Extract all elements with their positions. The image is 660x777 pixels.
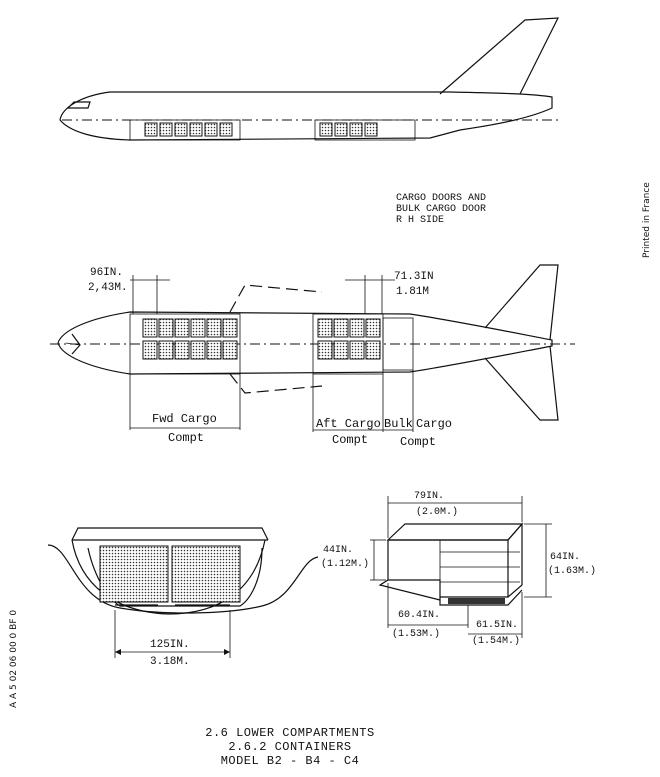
note-line-2: BULK CARGO DOOR xyxy=(396,204,486,215)
container-rh-m: (1.63M.) xyxy=(548,565,596,577)
plan-view-aircraft xyxy=(50,264,575,432)
section-width-m: 3.18M. xyxy=(150,656,190,668)
aft-door-dim-in: 71.3IN xyxy=(394,271,434,283)
container-lh-m: (1.12M.) xyxy=(321,558,369,570)
aft-cargo-label: Aft Cargo xyxy=(316,417,381,431)
printed-in-france: Printed in France xyxy=(642,182,652,258)
section-width-in: 125IN. xyxy=(150,639,190,651)
aft-compt-label: Compt xyxy=(332,433,368,447)
container-lh-in: 44IN. xyxy=(323,545,353,556)
cross-section xyxy=(47,527,319,658)
container-base-left-m: (1.53M.) xyxy=(392,628,440,640)
document-reference: A A 5 02 06 00 0 BF 0 xyxy=(9,610,19,708)
side-fwd-containers xyxy=(129,119,241,141)
caption-line-1: 2.6 LOWER COMPARTMENTS xyxy=(205,726,375,740)
plan-aft-containers xyxy=(317,318,381,360)
fwd-cargo-label: Fwd Cargo xyxy=(152,412,217,426)
fwd-compt-label: Compt xyxy=(168,431,204,445)
container-iso xyxy=(370,496,552,638)
plan-fwd-containers xyxy=(142,318,238,360)
container-base-right-in: 61.5IN. xyxy=(476,620,518,631)
note-line-1: CARGO DOORS AND xyxy=(396,193,486,204)
side-aft-containers xyxy=(314,119,416,141)
side-view-aircraft xyxy=(59,17,560,141)
fwd-door-dim-in: 96IN. xyxy=(90,267,123,279)
note-line-3: R H SIDE xyxy=(396,215,444,226)
container-rh-in: 64IN. xyxy=(550,552,580,563)
container-top-in: 79IN. xyxy=(414,491,444,502)
aft-door-dim-m: 1.81M xyxy=(396,286,429,298)
fwd-door-dim-m: 2,43M. xyxy=(88,282,128,294)
container-base-left-in: 60.4IN. xyxy=(398,610,440,621)
container-base-right-m: (1.54M.) xyxy=(472,635,520,647)
bulk-cargo-label: Cargo xyxy=(416,417,452,431)
caption: 2.6 LOWER COMPARTMENTS 2.6.2 CONTAINERS … xyxy=(0,726,580,768)
bulk-label: Bulk xyxy=(384,417,413,431)
container-top-m: (2.0M.) xyxy=(416,506,458,518)
caption-line-2: 2.6.2 CONTAINERS xyxy=(228,740,352,754)
caption-line-3: MODEL B2 - B4 - C4 xyxy=(220,754,360,768)
bulk-compt-label: Compt xyxy=(400,435,436,449)
